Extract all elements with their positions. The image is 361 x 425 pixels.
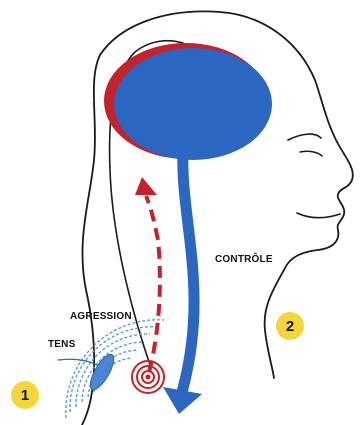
control-arrow-head	[163, 387, 202, 414]
badge-1: 1	[11, 381, 39, 409]
tens-lead	[58, 359, 97, 365]
pain-target-core	[146, 375, 151, 380]
tens-label: TENS	[48, 339, 76, 350]
aggression-label: AGRESSION	[70, 311, 132, 322]
eye-line	[300, 151, 322, 156]
badge-2: 2	[276, 312, 304, 340]
control-arrow-shaft	[182, 150, 194, 392]
aggression-arrow-shaft	[146, 196, 160, 372]
mouth-line	[297, 213, 340, 218]
aggression-arrow-head	[135, 177, 157, 195]
brain-blue	[114, 48, 272, 160]
svg-text:2: 2	[286, 318, 294, 335]
control-label: CONTRÔLE	[215, 252, 273, 265]
ear-line	[288, 134, 321, 140]
svg-text:1: 1	[21, 387, 29, 404]
